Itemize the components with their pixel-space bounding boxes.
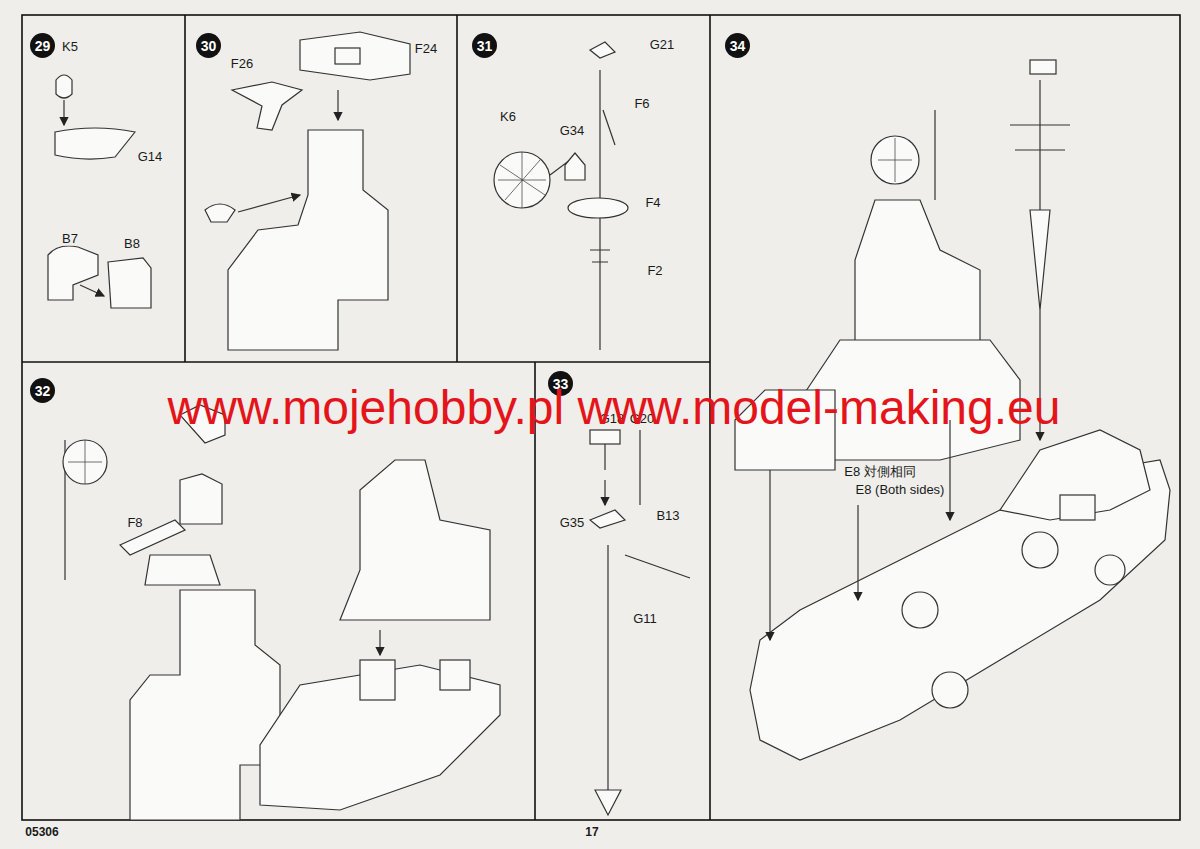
step-number: 30 bbox=[196, 33, 221, 58]
part-label: F2 bbox=[645, 263, 664, 278]
part-drawings bbox=[48, 32, 1170, 820]
part-label: E8 (Both sides) bbox=[854, 482, 947, 497]
part-label: G35 bbox=[558, 515, 587, 530]
step-number: 29 bbox=[30, 33, 55, 58]
part-label: K5 bbox=[60, 39, 80, 54]
part-label: F4 bbox=[643, 195, 662, 210]
part-label: G34 bbox=[558, 123, 587, 138]
part-label: G21 bbox=[648, 37, 677, 52]
part-label: G14 bbox=[136, 149, 165, 164]
step-number-text: 34 bbox=[730, 38, 746, 54]
page-number: 17 bbox=[583, 825, 600, 840]
part-label: F24 bbox=[413, 41, 439, 56]
step-number-text: 30 bbox=[201, 38, 217, 54]
part-label: G11 bbox=[631, 611, 659, 626]
step-number: 31 bbox=[472, 33, 497, 58]
part-label: F26 bbox=[229, 56, 255, 71]
part-label: B13 bbox=[654, 508, 681, 523]
part-label: E8 対側相同 bbox=[842, 464, 918, 479]
part-label: B7 bbox=[60, 231, 80, 246]
step-number-text: 31 bbox=[477, 38, 493, 54]
page-number: 05306 bbox=[23, 825, 60, 840]
step-number-text: 29 bbox=[35, 38, 51, 54]
part-label: B8 bbox=[122, 236, 142, 251]
part-label: F8 bbox=[125, 515, 144, 530]
part-label: K6 bbox=[498, 109, 518, 124]
step-number-text: 32 bbox=[35, 383, 51, 399]
panel-frames bbox=[22, 15, 1180, 820]
step-number: 32 bbox=[30, 378, 55, 403]
watermark: www.mojehobby.pl www.model-making.eu bbox=[168, 383, 1061, 433]
part-label: F6 bbox=[632, 96, 651, 111]
step-number: 34 bbox=[725, 33, 750, 58]
